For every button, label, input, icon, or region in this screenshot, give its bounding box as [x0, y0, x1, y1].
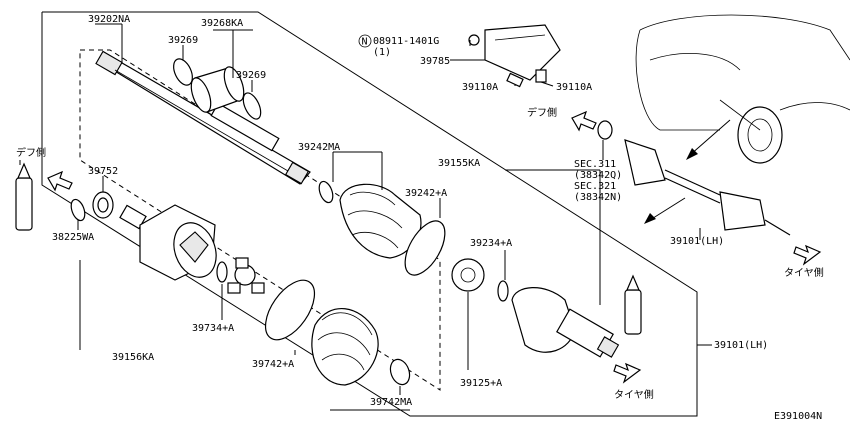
label-39742A: 39742+A: [252, 359, 294, 370]
boot-39742MA: [311, 308, 411, 386]
label-08911-qty: (1): [373, 47, 391, 58]
nut-symbol-circle: [358, 34, 372, 48]
direction-labels: デフ側 デフ側 タイヤ側 タイヤ側: [16, 106, 824, 401]
vehicle-sketch: [635, 14, 850, 164]
label-39110A-right: 39110A: [556, 82, 592, 93]
label-39242A: 39242+A: [405, 188, 447, 199]
label-39268KA: 39268KA: [201, 18, 243, 29]
label-39269-b: 39269: [236, 70, 266, 81]
label-39125A: 39125+A: [460, 378, 502, 389]
label-08911-1401G: 08911-1401G: [373, 36, 439, 47]
housing-39156KA: [119, 204, 217, 281]
boot-outer: [339, 183, 422, 259]
arrow-tire-car: [793, 244, 822, 266]
label-tire-side-main: タイヤ側: [614, 388, 654, 401]
assembly-frame: [41, 11, 698, 417]
label-39202NA: 39202NA: [88, 14, 130, 25]
label-tire-side-car: タイヤ側: [784, 266, 824, 279]
nut-symbol: N: [362, 37, 368, 48]
inner-shaft: [95, 50, 311, 185]
label-39101LH-car: 39101(LH): [670, 236, 724, 247]
label-39742MA: 39742MA: [370, 397, 412, 408]
boot-band-39269-b: [242, 92, 262, 120]
boot-band-39242A: [404, 220, 446, 276]
label-39242MA-top: 39242MA: [298, 142, 340, 153]
tripod-joint: [227, 257, 265, 294]
snap-ring-39734A: [216, 261, 228, 283]
label-39101LH-main: 39101(LH): [714, 340, 768, 351]
label-39269-a: 39269: [168, 35, 198, 46]
label-sec321-ref: (38342N): [574, 192, 622, 203]
insulator-39785: [484, 24, 561, 81]
label-sec311-ref: (38342Q): [574, 170, 622, 181]
arrow-tire-main: [613, 362, 642, 384]
seal-39752: [92, 191, 114, 219]
label-sec311: SEC.311: [574, 159, 616, 170]
label-39234A: 39234+A: [470, 238, 512, 249]
label-39785: 39785: [420, 56, 450, 67]
nut-callout: N 08911-1401G (1): [358, 34, 439, 58]
label-sec321: SEC.321: [574, 181, 616, 192]
label-39752: 39752: [88, 166, 118, 177]
circlip-38225WA: [70, 198, 86, 222]
bolt-39110A-right: [535, 69, 547, 83]
bolt-39110A-left: [506, 72, 524, 88]
boot-39268KA: [190, 66, 245, 113]
grease-tube-left: [15, 162, 33, 231]
boot-band-39269-a: [173, 58, 193, 86]
label-39155KA: 39155KA: [438, 158, 480, 169]
snap-ring-39234A: [497, 280, 509, 302]
label-diff-side-right: デフ側: [527, 106, 557, 119]
label-39734A: 39734+A: [192, 323, 234, 334]
arrow-install-direction: [644, 119, 731, 224]
part-number-labels: 39202NA 39268KA 39269 39269 39752 38225W…: [52, 14, 768, 408]
shaft-assembly-39101LH: [597, 120, 791, 236]
leader-lines: [19, 23, 712, 411]
nut-08911: [468, 34, 480, 46]
outer-joint-39125A: [511, 287, 620, 358]
label-diff-side-left: デフ側: [16, 146, 46, 159]
boot-band-39742A: [264, 279, 316, 341]
label-39110A-left: 39110A: [462, 82, 498, 93]
inner-race-39234A: [451, 258, 485, 292]
grease-tube-right: [624, 274, 642, 335]
snap-ring-39242MA: [318, 180, 334, 204]
arrow-diff-left: [47, 170, 73, 192]
diagram-code: E391004N: [774, 411, 822, 422]
label-39156KA: 39156KA: [112, 352, 154, 363]
label-38225WA: 38225WA: [52, 232, 94, 243]
arrow-diff-right: [571, 110, 597, 132]
